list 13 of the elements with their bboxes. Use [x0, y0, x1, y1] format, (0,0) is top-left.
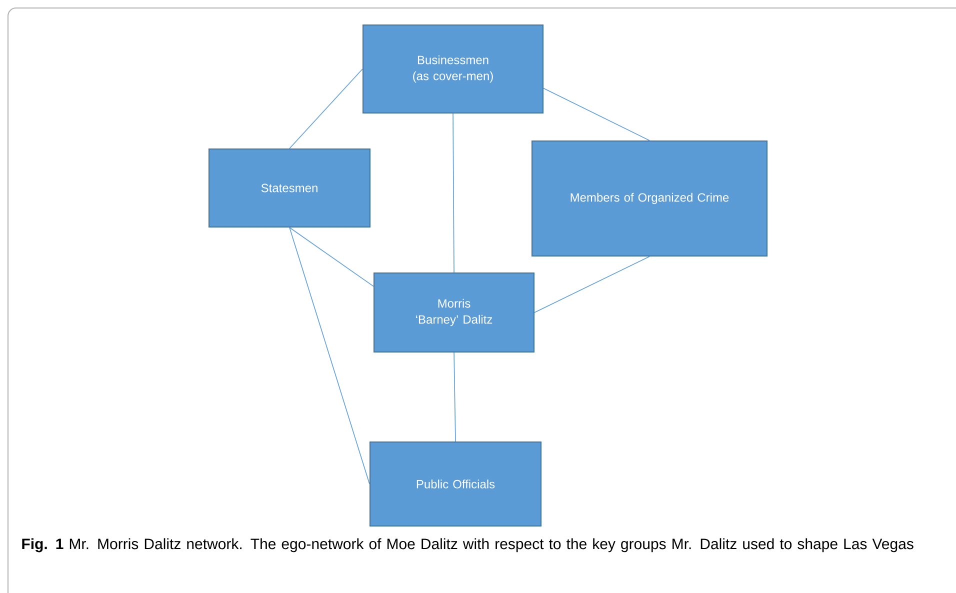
connector-line — [454, 352, 456, 442]
connector-line — [534, 256, 650, 313]
group-box: Members of Organized Crime — [532, 140, 768, 256]
group-box: Businessmen (as cover-men) — [362, 24, 544, 114]
connector-line — [452, 113, 454, 273]
connector-line — [289, 68, 363, 149]
connector-line — [289, 227, 370, 484]
connector-line — [289, 227, 374, 287]
caption: Fig. 1 Mr. Morris Dalitz network. The ego-network of Moe Dalitz with respect to the key groups Mr. Dalitz used to shape Las Vegas — [22, 538, 914, 552]
group-box: Statesmen — [208, 148, 370, 228]
group-box: Morris ‘Barney’ Dalitz — [374, 272, 534, 352]
connector-line — [543, 88, 650, 141]
group-box: Public Officials — [370, 442, 542, 526]
